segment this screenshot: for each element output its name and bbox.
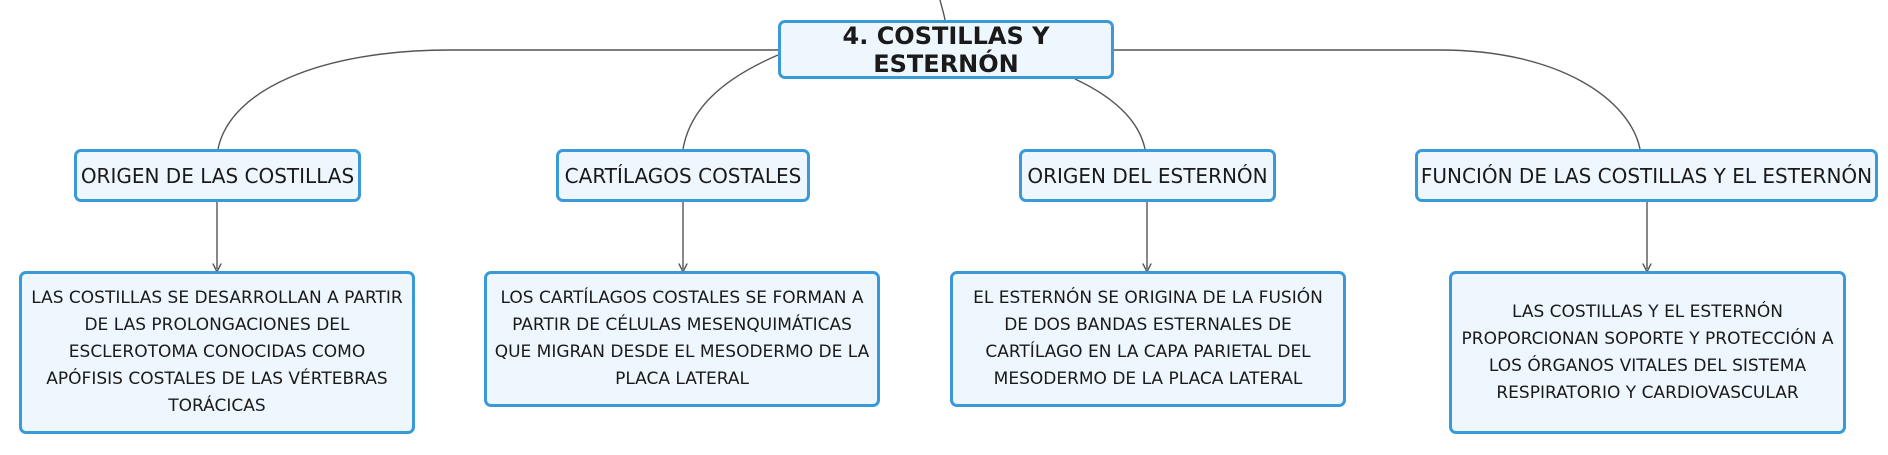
topic-funcion-de-las-costillas-y-el-esternon[interactable]: FUNCIÓN DE LAS COSTILLAS Y EL ESTERNÓN [1415, 149, 1878, 202]
detail-text: EL ESTERNÓN SE ORIGINA DE LA FUSIÓN DE D… [973, 288, 1323, 389]
topic-cartilagos-costales[interactable]: CARTÍLAGOS COSTALES [556, 149, 810, 202]
detail-text: LAS COSTILLAS SE DESARROLLAN A PARTIR DE… [31, 288, 403, 416]
detail-text: LOS CARTÍLAGOS COSTALES SE FORMAN A PART… [494, 288, 870, 389]
root-topic-label: 4. COSTILLAS Y ESTERNÓN [842, 21, 1050, 78]
topic-origen-del-esternon[interactable]: ORIGEN DEL ESTERNÓN [1019, 149, 1276, 202]
topic-label: ORIGEN DEL ESTERNÓN [1027, 163, 1268, 188]
detail-origen-de-las-costillas[interactable]: LAS COSTILLAS SE DESARROLLAN A PARTIR DE… [19, 271, 415, 434]
detail-text: LAS COSTILLAS Y EL ESTERNÓN PROPORCIONAN… [1461, 301, 1834, 403]
topic-label: FUNCIÓN DE LAS COSTILLAS Y EL ESTERNÓN [1420, 163, 1873, 188]
connector-root-funcion [1114, 49, 1641, 150]
topic-label: CARTÍLAGOS COSTALES [564, 163, 802, 188]
topic-label: ORIGEN DE LAS COSTILLAS [80, 163, 355, 188]
topic-origen-de-las-costillas[interactable]: ORIGEN DE LAS COSTILLAS [74, 149, 361, 202]
connector-root-origen-costillas [217, 49, 778, 150]
root-topic[interactable]: 4. COSTILLAS Y ESTERNÓN [778, 20, 1114, 79]
connector-root-origen-esternon [1074, 78, 1146, 150]
detail-origen-del-esternon[interactable]: EL ESTERNÓN SE ORIGINA DE LA FUSIÓN DE D… [950, 271, 1346, 407]
connector-from-parent [939, 0, 946, 21]
detail-cartilagos-costales[interactable]: LOS CARTÍLAGOS COSTALES SE FORMAN A PART… [484, 271, 880, 407]
detail-funcion-de-las-costillas-y-el-esternon[interactable]: LAS COSTILLAS Y EL ESTERNÓN PROPORCIONAN… [1449, 271, 1846, 434]
connector-root-cartilagos [682, 54, 779, 150]
